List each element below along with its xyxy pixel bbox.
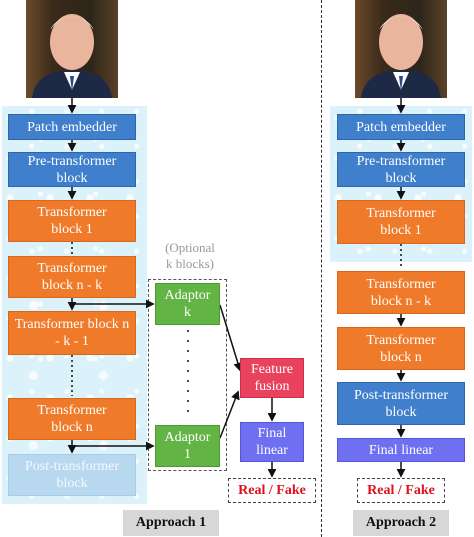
a1-transformer-block-n-k: Transformer block n - k (8, 256, 136, 298)
a1-transformer-1-label: Transformer block 1 (37, 205, 107, 237)
a2-pre-transformer-label: Pre-transformer block (356, 153, 446, 186)
a2-final-linear-label: Final linear (368, 442, 434, 458)
a1-pre-transformer-block: Pre-transformer block (8, 152, 136, 187)
approach-1-label: Approach 1 (123, 510, 219, 536)
a2-patch-embedder-block: Patch embedder (337, 114, 465, 140)
a2-transformer-block-1: Transformer block 1 (337, 200, 465, 244)
a2-output-label: Real / Fake (367, 482, 435, 498)
approach-2-text: Approach 2 (365, 515, 437, 530)
feature-fusion-block: Feature fusion (240, 358, 304, 398)
a2-patch-embedder-label: Patch embedder (356, 119, 446, 135)
a2-post-transformer-label: Post-transformer block (353, 387, 449, 420)
adaptor-1-block: Adaptor 1 (155, 425, 220, 467)
a2-pre-transformer-block: Pre-transformer block (337, 152, 465, 187)
approach-2-label: Approach 2 (353, 510, 449, 536)
approach-separator (321, 0, 322, 537)
a2-transformer-block-n-k: Transformer block n - k (337, 271, 465, 314)
a1-transformer-n-label: Transformer block n (37, 403, 107, 435)
adaptor-k-label: Adaptor k (164, 288, 211, 320)
a1-patch-embedder-label: Patch embedder (27, 119, 117, 135)
a1-output-label: Real / Fake (238, 482, 306, 498)
adaptor-group-border (148, 279, 227, 471)
a2-transformer-1-label: Transformer block 1 (366, 206, 436, 238)
a1-post-transformer-label: Post-transformer block (24, 459, 120, 491)
optional-k-blocks-note: (Optional k blocks) (150, 240, 230, 272)
a2-post-transformer-block: Post-transformer block (337, 382, 465, 425)
a2-transformer-block-n: Transformer block n (337, 327, 465, 370)
a1-transformer-block-n-k-1: Transformer block n - k - 1 (8, 311, 136, 355)
optional-note-line1: (Optional (165, 240, 215, 255)
a1-pre-transformer-label: Pre-transformer block (27, 153, 117, 186)
a1-transformer-block-n: Transformer block n (8, 398, 136, 440)
a1-post-transformer-block: Post-transformer block (8, 454, 136, 496)
a1-transformer-block-1: Transformer block 1 (8, 200, 136, 242)
a1-patch-embedder-block: Patch embedder (8, 114, 136, 140)
a1-final-linear-label: Final linear (256, 426, 288, 458)
optional-note-line2: k blocks) (165, 256, 215, 271)
a2-transformer-n-k-label: Transformer block n - k (366, 276, 436, 309)
a1-final-linear-block: Final linear (240, 422, 304, 462)
a2-transformer-n-label: Transformer block n (366, 332, 436, 365)
a2-output-real-fake: Real / Fake (357, 478, 445, 503)
input-face-image-approach1 (26, 0, 118, 98)
adaptor-1-label: Adaptor 1 (164, 430, 211, 462)
a1-transformer-n-k-1-label: Transformer block n - k - 1 (14, 317, 130, 349)
a1-transformer-n-k-label: Transformer block n - k (37, 261, 107, 293)
a2-final-linear-block: Final linear (337, 438, 465, 462)
a1-output-real-fake: Real / Fake (228, 478, 316, 503)
adaptor-k-block: Adaptor k (155, 283, 220, 325)
input-face-image-approach2 (355, 0, 447, 98)
feature-fusion-label: Feature fusion (251, 362, 293, 394)
approach-1-text: Approach 1 (135, 515, 207, 530)
